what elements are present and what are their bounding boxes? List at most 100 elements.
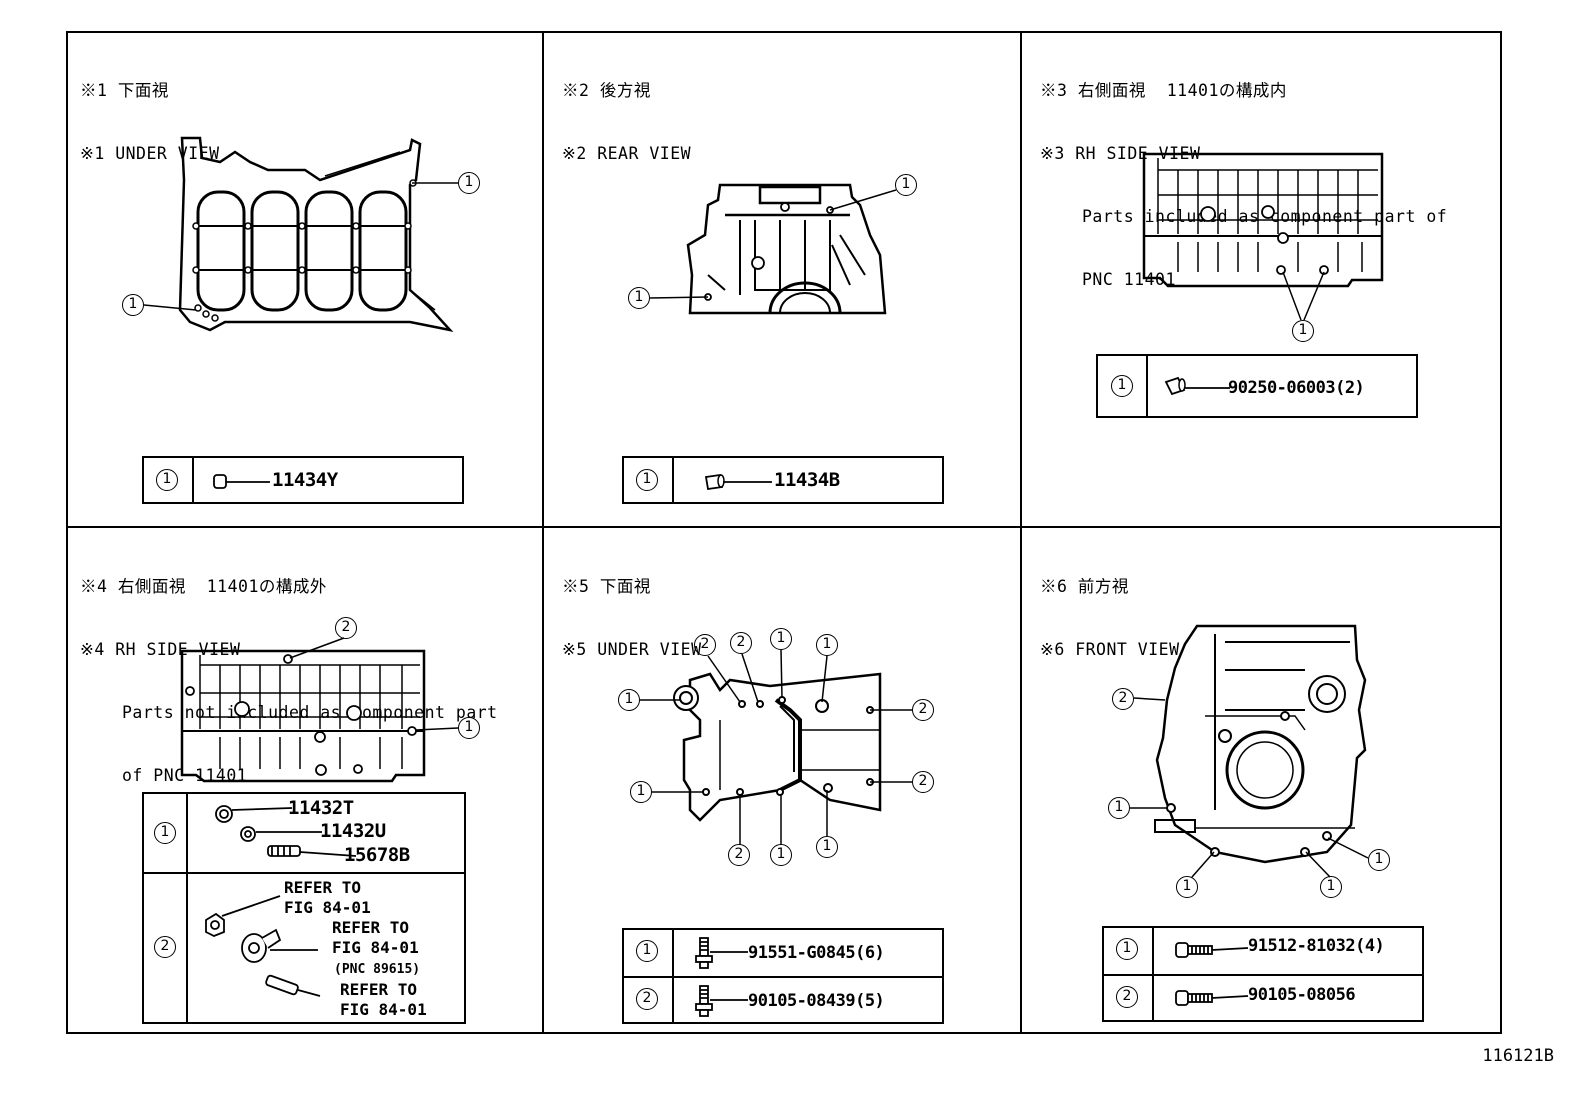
figure-code: 116121B	[1482, 1046, 1554, 1066]
parts-number-cell: 1	[144, 794, 188, 874]
parts-number-cell: 1	[624, 458, 674, 502]
part-number: 91512-81032(4)	[1248, 936, 1385, 956]
callout-1: 1	[1108, 797, 1130, 819]
parts-number-cell: 1	[144, 458, 194, 502]
panel-6-header: ※6 前方視 ※6 FRONT VIEW	[1040, 534, 1180, 681]
callout-2: 2	[1116, 986, 1138, 1008]
panel-3-header: ※3 右側面視 11401の構成内 ※3 RH SIDE VIEW Parts …	[1040, 38, 1447, 311]
refer-to-label: REFER TO FIG 84-01	[340, 980, 427, 1020]
panel-1-title-jp: ※1 下面視	[80, 81, 169, 100]
panel-4-title-en: ※4 RH SIDE VIEW	[80, 640, 241, 659]
panel-1-title-en: ※1 UNDER VIEW	[80, 144, 220, 163]
pnc-label: (PNC 89615)	[334, 962, 421, 977]
callout-1: 1	[458, 717, 480, 739]
callout-1: 1	[1111, 375, 1133, 397]
panel-2-header: ※2 後方視 ※2 REAR VIEW	[562, 38, 691, 185]
callout-2: 2	[730, 632, 752, 654]
bolt-icon	[1175, 942, 1249, 958]
panel-1-engine-block-under-view	[178, 136, 454, 332]
part-number: 11434B	[774, 469, 840, 491]
parts-number-cell: 1	[1098, 356, 1148, 416]
panel-6-title-jp: ※6 前方視	[1040, 577, 1129, 596]
part-number: 91551-G0845(6)	[748, 943, 885, 963]
panel-3-note-2: PNC 11401	[1082, 270, 1176, 289]
callout-2: 2	[694, 634, 716, 656]
part-number: 11434Y	[272, 469, 338, 491]
refer-to-label: REFER TO FIG 84-01	[332, 918, 419, 958]
diagram-frame	[66, 31, 1502, 1034]
parts-row-divider	[1104, 974, 1422, 976]
panel-2-engine-block-rear-view	[686, 183, 887, 315]
part-number: 90105-08439(5)	[748, 991, 885, 1011]
panel-5-parts-table: 1 2 91551-G0845(6) 90105-08439(5)	[622, 928, 944, 1024]
callout-1: 1	[122, 294, 144, 316]
callout-1: 1	[816, 634, 838, 656]
part-number: 90105-08056	[1248, 985, 1356, 1005]
panel-6-title-en: ※6 FRONT VIEW	[1040, 640, 1180, 659]
pin-icon	[1164, 376, 1230, 396]
grid-divider-horizontal	[66, 526, 1502, 528]
panel-5-title-en: ※5 UNDER VIEW	[562, 640, 702, 659]
callout-2: 2	[728, 844, 750, 866]
callout-2: 2	[335, 617, 357, 639]
callout-1: 1	[1320, 876, 1342, 898]
grid-divider-1	[542, 31, 544, 1034]
refer-fig-text: FIG 84-01	[332, 938, 419, 957]
refer-to-text: REFER TO	[284, 878, 362, 897]
callout-1: 1	[1368, 849, 1390, 871]
callout-1: 1	[895, 174, 917, 196]
bolt-icon	[1175, 990, 1249, 1006]
refer-to-label: REFER TO FIG 84-01	[284, 878, 371, 918]
callout-2: 2	[912, 771, 934, 793]
callout-1: 1	[154, 822, 176, 844]
bolt-icon	[695, 985, 748, 1017]
parts-row-divider	[144, 872, 464, 874]
panel-6-parts-table: 1 2 91512-81032(4) 90105-08056	[1102, 926, 1424, 1022]
callout-1: 1	[770, 628, 792, 650]
panel-5-title-jp: ※5 下面視	[562, 577, 651, 596]
pin-icon	[704, 473, 772, 491]
callout-1: 1	[816, 836, 838, 858]
panel-1-header: ※1 下面視 ※1 UNDER VIEW	[80, 38, 220, 185]
part-number: 90250-06003(2)	[1228, 378, 1365, 398]
panel-3-parts-table: 1 90250-06003(2)	[1096, 354, 1418, 418]
callout-1: 1	[630, 781, 652, 803]
panel-2-parts-table: 1 11434B	[622, 456, 944, 504]
panel-2-title-jp: ※2 後方視	[562, 81, 651, 100]
panel-6-engine-block-front-view	[1154, 624, 1367, 864]
knock-sensor-icon	[205, 895, 321, 997]
bolt-icon	[695, 937, 748, 969]
panel-4-parts-table: 1 2 11432T 11432U 15678B	[142, 792, 466, 1024]
parts-number-cell: 2	[144, 874, 188, 1022]
grid-divider-2	[1020, 31, 1022, 1034]
panel-1-parts-table: 1 11434Y	[142, 456, 464, 504]
panel-3-title-jp: ※3 右側面視 11401の構成内	[1040, 81, 1287, 100]
callout-1: 1	[636, 469, 658, 491]
callout-1: 1	[636, 940, 658, 962]
callout-1: 1	[1116, 938, 1138, 960]
callout-2: 2	[636, 988, 658, 1010]
refer-to-text: REFER TO	[340, 980, 418, 999]
part-number: 11432T	[288, 797, 354, 819]
panel-2-title-en: ※2 REAR VIEW	[562, 144, 692, 163]
panel-5-header: ※5 下面視 ※5 UNDER VIEW	[562, 534, 702, 681]
panel-3-title-en: ※3 RH SIDE VIEW	[1040, 144, 1201, 163]
callout-1: 1	[1176, 876, 1198, 898]
panel-5-engine-block-under-view	[673, 672, 882, 822]
callout-2: 2	[154, 936, 176, 958]
callout-2: 2	[912, 699, 934, 721]
panel-4-title-jp: ※4 右側面視 11401の構成外	[80, 577, 327, 596]
part-number: 11432U	[320, 820, 386, 842]
callout-2: 2	[1112, 688, 1134, 710]
callout-1: 1	[1292, 320, 1314, 342]
panel-4-note-1: Parts not included as component part	[122, 703, 498, 722]
panel-4-header: ※4 右側面視 11401の構成外 ※4 RH SIDE VIEW Parts …	[80, 534, 498, 807]
callout-1: 1	[618, 689, 640, 711]
refer-to-text: REFER TO	[332, 918, 410, 937]
